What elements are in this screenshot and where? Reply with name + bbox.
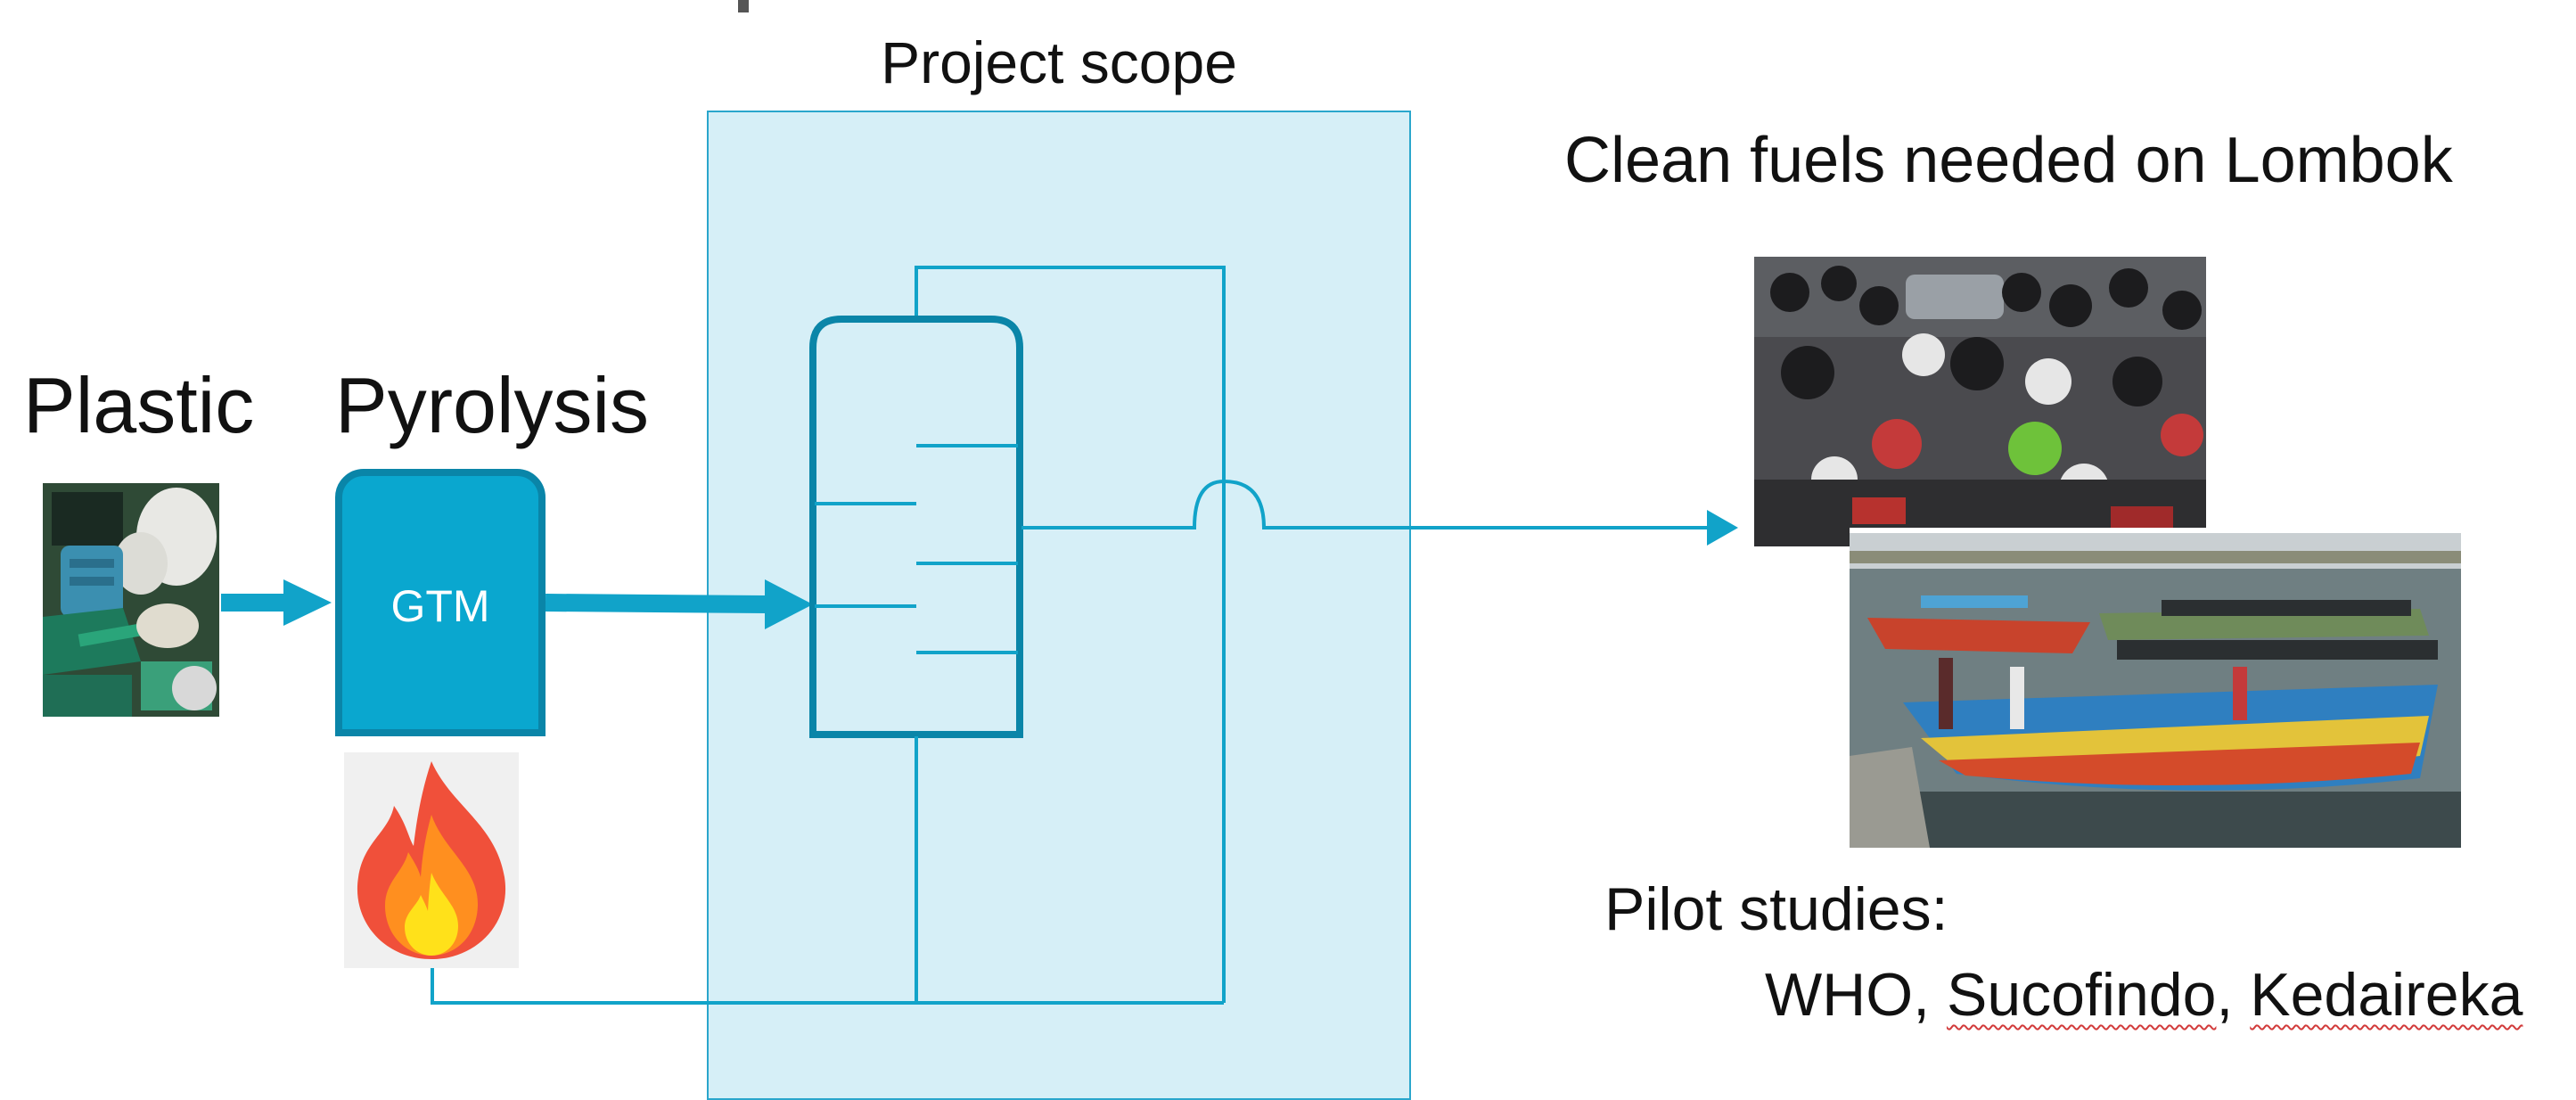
fishing-boats-photo-icon: [1850, 533, 2461, 848]
gtm-reactor: [335, 469, 546, 736]
plastic-waste-image: [43, 483, 219, 717]
arrow-plastic-to-reactor: [221, 579, 332, 626]
plastic-waste-photo-icon: [43, 483, 219, 717]
distillation-column: [809, 316, 1023, 738]
pilot-item-kedaireka: Kedaireka: [2250, 961, 2523, 1029]
clean-fuels-label: Clean fuels needed on Lombok: [1564, 125, 2453, 196]
pilot-item-separator: ,: [2216, 961, 2251, 1029]
plastic-label: Plastic: [23, 361, 255, 449]
pilot-studies-list: WHO, Sucofindo, Kedaireka: [1765, 959, 2523, 1030]
fishing-boats-image: [1850, 528, 2461, 848]
fire-icon: [344, 752, 519, 968]
recycle-loop-line: [431, 266, 1226, 1005]
gtm-label: GTM: [390, 581, 490, 631]
arrow-reactor-to-column: [545, 579, 813, 629]
flame-image: [344, 752, 519, 968]
pilot-studies-label: Pilot studies:: [1604, 875, 1948, 943]
pyrolysis-label: Pyrolysis: [335, 361, 650, 449]
product-line: [1021, 479, 1738, 546]
title-fragment: [738, 0, 749, 12]
pilot-item-sucofindo: Sucofindo: [1946, 961, 2217, 1029]
pilot-item-who: WHO,: [1765, 961, 1947, 1029]
project-scope-label: Project scope: [881, 29, 1237, 95]
